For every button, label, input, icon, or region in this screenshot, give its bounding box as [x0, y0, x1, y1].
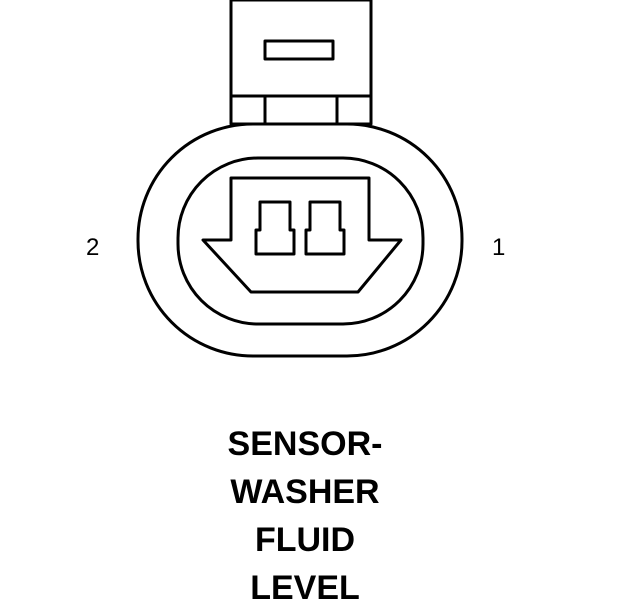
- terminal-cavity-pin-2: [254, 200, 296, 256]
- caption-line: WASHER: [230, 473, 380, 511]
- connector-caption: SENSOR- WASHER FLUID LEVEL: [0, 420, 610, 612]
- pin-label-2: 2: [86, 234, 100, 261]
- caption-line: SENSOR-: [227, 425, 383, 463]
- connector-outer-shell: [136, 122, 464, 358]
- caption-line: LEVEL: [250, 569, 360, 607]
- terminal-block: [201, 176, 403, 294]
- tab-slot: [263, 39, 335, 61]
- terminal-cavity-pin-1: [304, 200, 346, 256]
- connector-diagram: [136, 0, 464, 358]
- connector-inner-face: [176, 156, 425, 326]
- caption-line: FLUID: [254, 521, 356, 559]
- tab-collar: [229, 94, 373, 126]
- locking-tab: [229, 0, 373, 98]
- pin-label-1: 1: [492, 234, 506, 261]
